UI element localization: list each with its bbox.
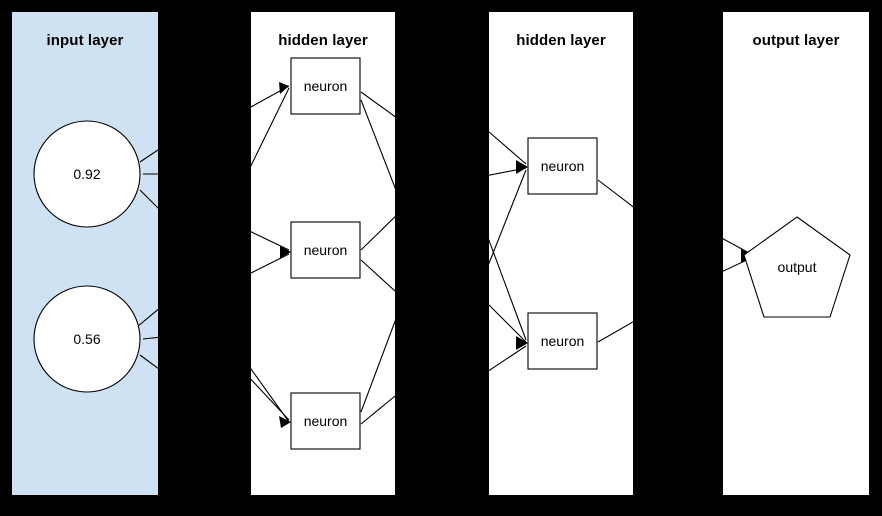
edge-group-input-out xyxy=(136,149,158,370)
edge-group-hidden2-outgoing xyxy=(597,179,633,343)
hidden1-node-2-label: neuron xyxy=(304,242,348,258)
layer-title-output: output layer xyxy=(752,32,840,49)
input-layer-canvas: 0.92 0.56 xyxy=(33,120,158,393)
edge-group-hidden1-incoming xyxy=(251,82,291,428)
edge-group-hidden1-outgoing xyxy=(360,91,395,425)
hidden-layer-2-canvas: neuron neuron xyxy=(489,131,633,372)
hidden2-node-2[interactable]: neuron xyxy=(527,312,598,370)
hidden1-node-3[interactable]: neuron xyxy=(290,392,361,450)
hidden2-node-2-label: neuron xyxy=(541,333,585,349)
hidden1-node-2[interactable]: neuron xyxy=(290,221,361,279)
edge-group-hidden2-incoming xyxy=(489,131,528,372)
hidden1-node-3-label: neuron xyxy=(304,413,348,429)
output-node-1-label: output xyxy=(778,259,817,275)
layer-panel-output: output layer output xyxy=(723,12,869,495)
output-node-1[interactable]: output xyxy=(743,216,851,318)
layer-panel-input: input layer 0.92 0.56 xyxy=(12,12,158,495)
input-node-1-label: 0.92 xyxy=(73,166,100,182)
layer-title-hidden-2: hidden layer xyxy=(516,32,606,49)
layer-panel-hidden-1: hidden layer xyxy=(251,12,395,495)
layer-title-input: input layer xyxy=(46,32,124,49)
hidden2-node-1-label: neuron xyxy=(541,158,585,174)
output-layer-canvas: output xyxy=(723,216,851,318)
hidden1-node-1-label: neuron xyxy=(304,78,348,94)
hidden2-node-1[interactable]: neuron xyxy=(527,137,598,195)
layer-panel-hidden-2: hidden layer neuron xyxy=(489,12,633,495)
hidden1-node-1[interactable]: neuron xyxy=(290,57,361,115)
input-node-2[interactable]: 0.56 xyxy=(33,285,141,393)
input-node-1[interactable]: 0.92 xyxy=(33,120,141,228)
layer-title-hidden-1: hidden layer xyxy=(278,32,368,49)
input-node-2-label: 0.56 xyxy=(73,331,100,347)
hidden-layer-1-canvas: neuron neuron neuron xyxy=(251,57,395,450)
